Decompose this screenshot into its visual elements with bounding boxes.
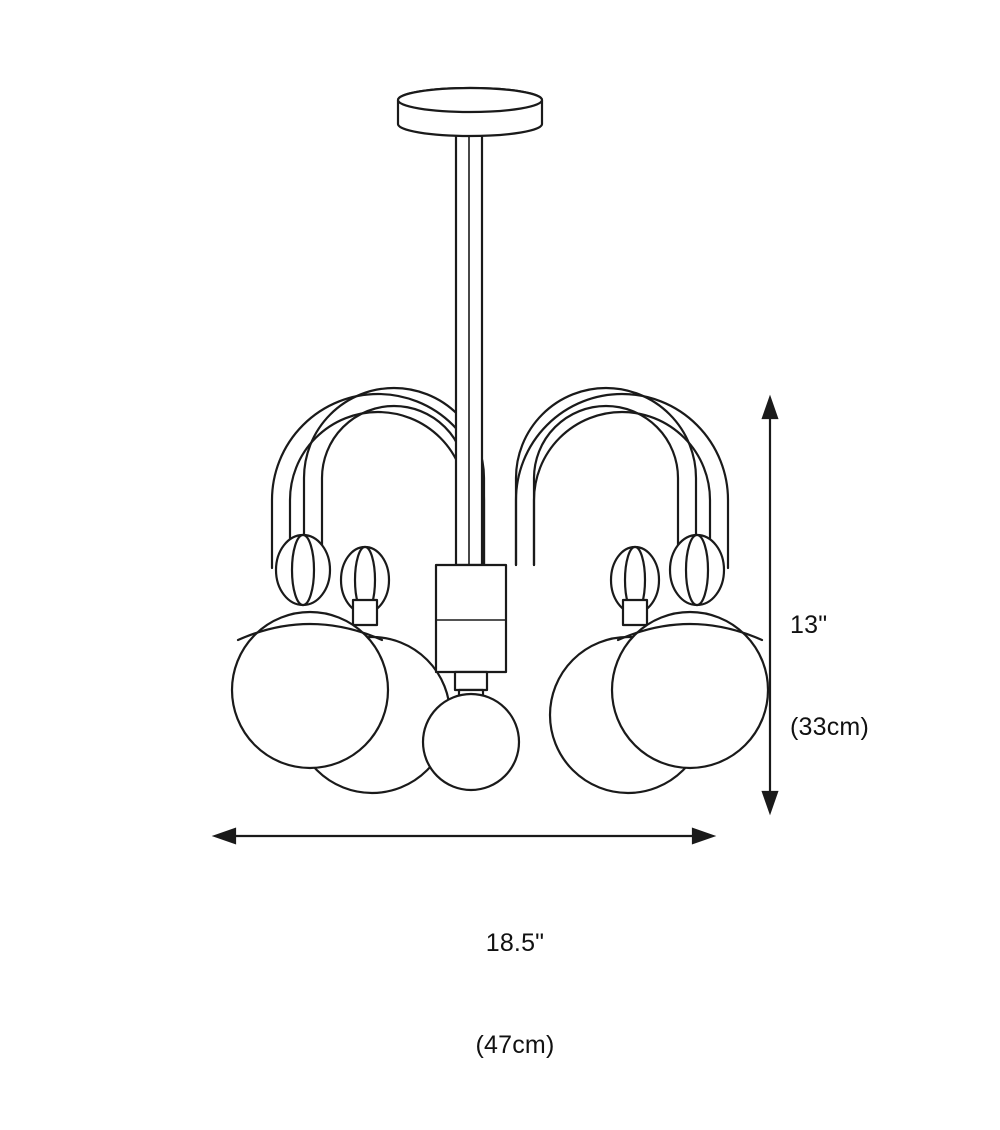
ring-collar-front-right: [668, 533, 726, 607]
glass-globe-front-right: [610, 610, 770, 770]
height-dimension-label: 13" (33cm): [790, 540, 940, 812]
ring-collar-back-right: [609, 545, 661, 615]
width-value-metric: (47cm): [475, 1031, 555, 1059]
ring-collar-front-left: [274, 533, 332, 607]
globe-cap-front-left: [236, 622, 384, 642]
curved-arm-back-right: [514, 386, 698, 570]
curved-arm-front-right: [514, 392, 730, 570]
height-value-imperial: 13": [790, 611, 828, 639]
width-value-imperial: 18.5": [485, 929, 545, 957]
glass-globe-center: [421, 692, 521, 792]
height-value-metric: (33cm): [790, 713, 869, 741]
ceiling-canopy: [396, 86, 544, 138]
globe-cap-front-right: [616, 622, 764, 642]
height-dimension-arrow: [761, 394, 779, 816]
diagram-canvas: 13" (33cm) 18.5" (47cm): [211, 86, 940, 1059]
socket-stem-back-right: [621, 598, 649, 627]
width-dimension-label: 18.5" (47cm): [385, 858, 645, 1130]
ring-collar-back-left: [339, 545, 391, 615]
center-body: [434, 563, 508, 702]
down-rod: [454, 128, 484, 567]
socket-stem-back-left: [351, 598, 379, 627]
width-dimension-arrow: [211, 827, 717, 845]
chandelier-dimension-drawing: [211, 86, 779, 845]
glass-globe-front-left: [230, 610, 390, 770]
